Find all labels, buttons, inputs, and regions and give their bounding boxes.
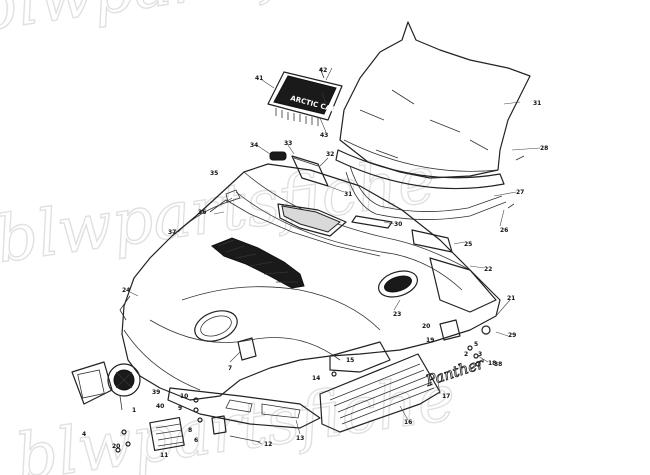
headlight[interactable] [71, 361, 141, 411]
watermark-top: blwpartsfiche [0, 0, 420, 47]
callout-25: 25 [464, 241, 472, 248]
callout-21: 21 [507, 295, 515, 302]
callout-34: 34 [250, 142, 258, 149]
callout-31: 31 [344, 191, 352, 198]
callout-39: 39 [152, 389, 160, 396]
callout-33: 33 [284, 140, 292, 147]
side-decal-text: Panther [423, 354, 487, 390]
callout-3: 3 [478, 351, 482, 358]
leader-lines [129, 67, 541, 445]
callout-42: 42 [319, 67, 327, 74]
callout-22: 22 [484, 266, 492, 273]
callout-23: 23 [393, 311, 401, 318]
callout-20b: 20 [112, 443, 120, 450]
watermark-middle: blwpartsfiche [0, 143, 440, 278]
watermark-layer: blwpartsfiche blwpartsfiche blwpartsfich… [0, 0, 461, 475]
callout-27: 27 [516, 189, 524, 196]
windshield[interactable] [335, 21, 531, 220]
callout-38: 38 [494, 361, 502, 368]
callout-15: 15 [346, 357, 354, 364]
callout-37: 37 [168, 229, 176, 236]
callout-40: 40 [156, 403, 164, 410]
callout-31-windshield: 31 [533, 100, 541, 107]
callout-labels: 42 41 43 34 33 32 31 30 31 28 27 26 25 2… [82, 67, 548, 459]
callout-26: 26 [500, 227, 508, 234]
callout-16: 16 [404, 419, 412, 426]
callout-5: 5 [474, 341, 478, 348]
callout-12: 12 [264, 441, 272, 448]
callout-41: 41 [255, 75, 263, 82]
callout-35: 35 [210, 170, 218, 177]
side-decal[interactable]: Panther [422, 354, 487, 391]
callout-10: 10 [180, 393, 188, 400]
callout-6: 6 [194, 437, 198, 444]
callout-9: 9 [178, 405, 182, 412]
callout-13: 13 [296, 435, 304, 442]
callout-28: 28 [540, 145, 548, 152]
callout-32: 32 [326, 151, 334, 158]
hood[interactable] [119, 163, 501, 429]
callout-14: 14 [312, 375, 320, 382]
callout-36: 36 [198, 209, 206, 216]
side-grille[interactable] [319, 353, 441, 433]
callout-19: 19 [426, 337, 434, 344]
callout-43: 43 [320, 132, 328, 139]
callout-20: 20 [422, 323, 430, 330]
callout-1: 1 [132, 407, 136, 414]
callout-11: 11 [160, 452, 168, 459]
callout-18: 18 [488, 360, 496, 367]
callout-8: 8 [188, 427, 192, 434]
callout-29: 29 [508, 332, 516, 339]
callout-30: 30 [394, 221, 402, 228]
callout-17: 17 [442, 393, 450, 400]
callout-2: 2 [464, 351, 468, 358]
callout-7: 7 [228, 365, 232, 372]
callout-4: 4 [82, 431, 86, 438]
badge-plate[interactable]: ARCTIC CAT [267, 71, 343, 126]
fasteners[interactable] [115, 67, 525, 453]
callout-24: 24 [122, 287, 130, 294]
watermark-bottom: blwpartsfiche [12, 361, 460, 475]
